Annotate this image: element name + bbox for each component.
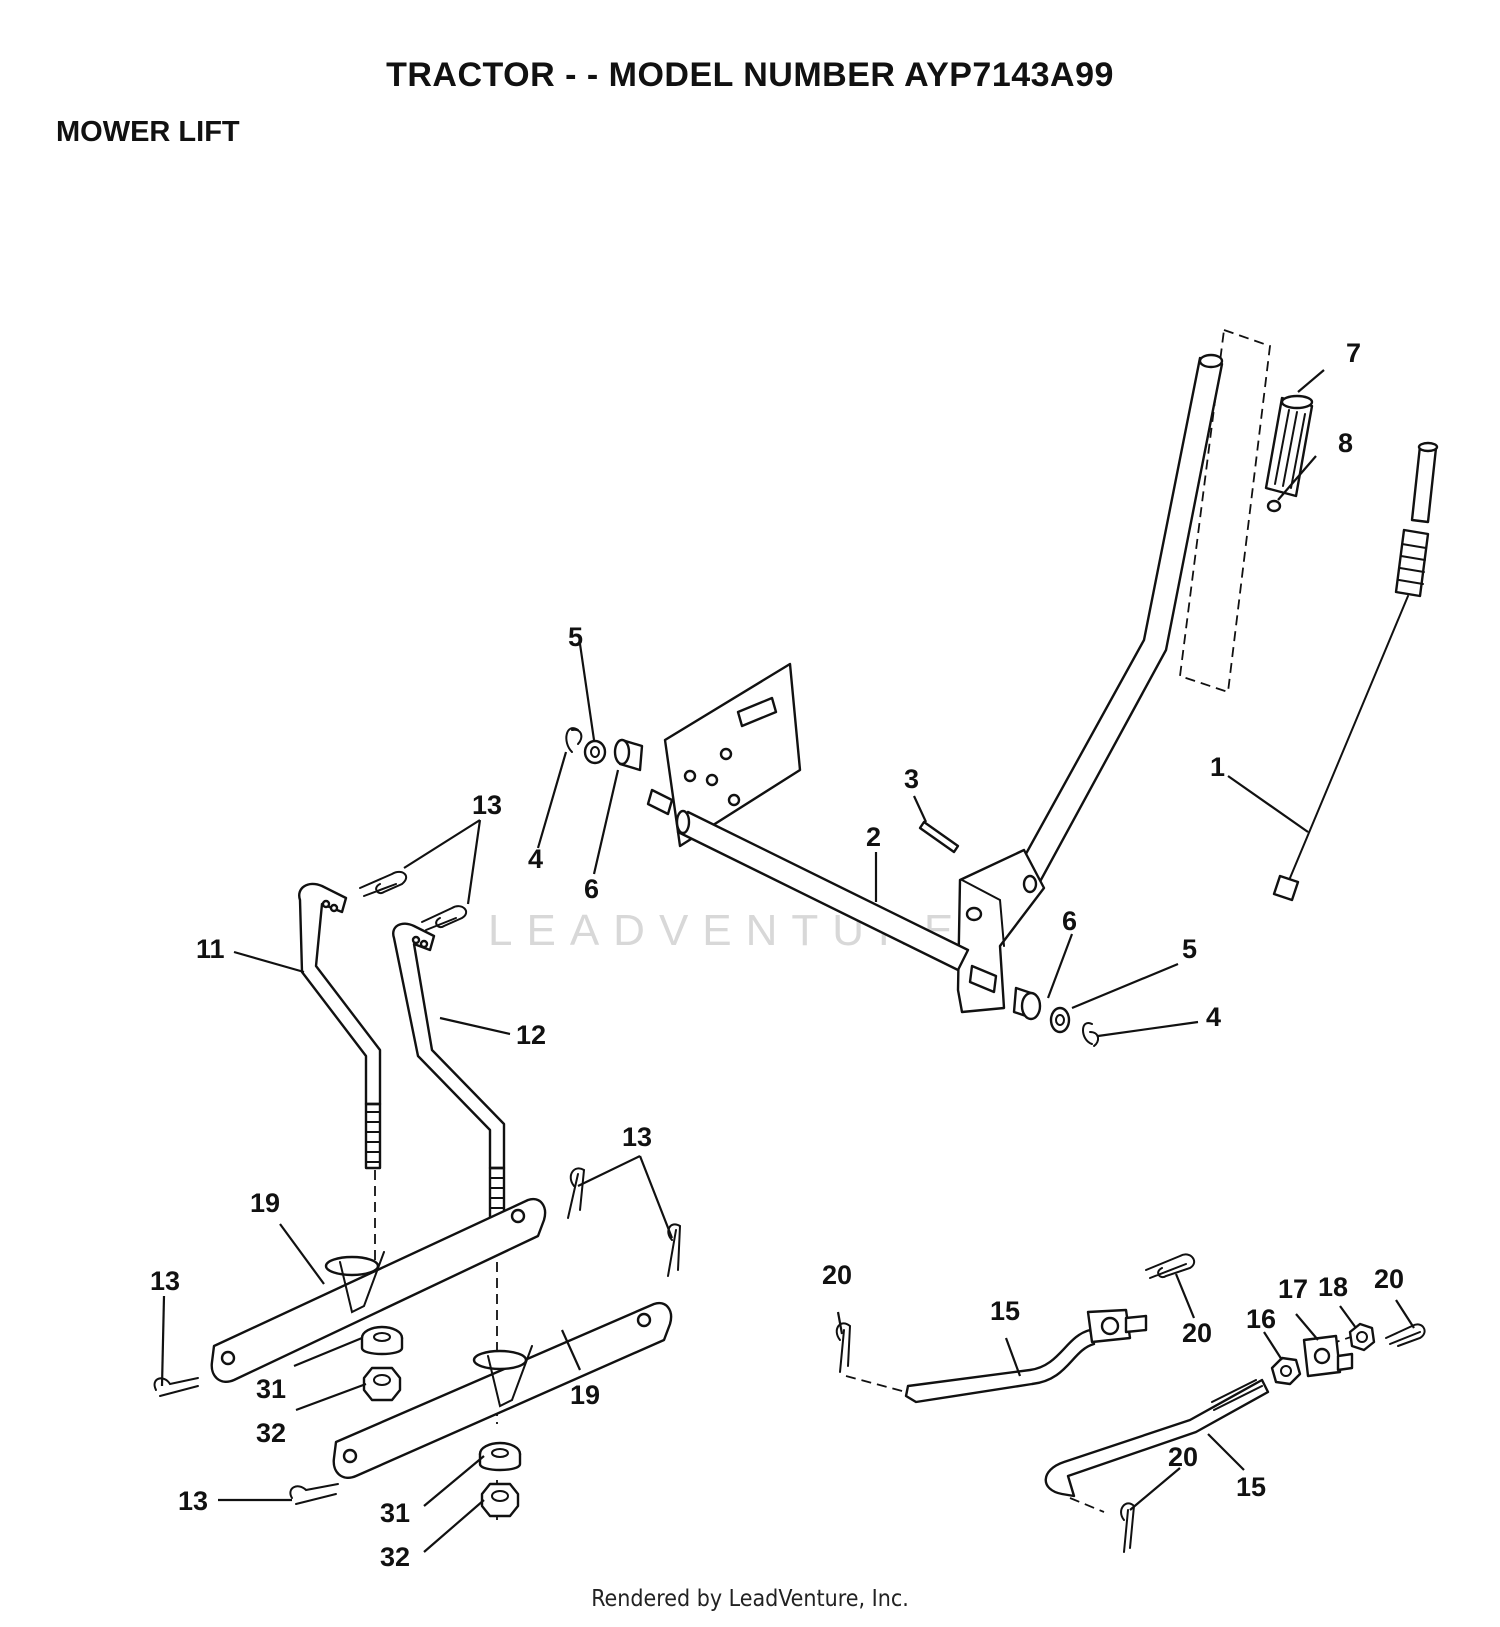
callout-31-lower: 31 [380,1498,410,1528]
lift-link-15-lower [1044,1378,1270,1498]
callout-13-mid: 13 [622,1122,652,1152]
callout-16: 16 [1246,1304,1276,1334]
callout-20-left: 20 [822,1260,852,1290]
render-credit: Rendered by LeadVenture, Inc. [591,1586,909,1612]
callout-5-left: 5 [568,622,583,652]
callout-6-left: 6 [584,874,599,904]
callout-8: 8 [1338,428,1353,458]
callout-20-bottom: 20 [1168,1442,1198,1472]
callout-31-upper: 31 [256,1374,286,1404]
callout-numbers: 7 8 1 2 3 5 4 6 6 5 4 13 11 12 13 19 13 … [150,338,1404,1572]
lift-arm-19-lower [332,1301,673,1479]
callout-1: 1 [1210,752,1225,782]
nut-18 [1348,1322,1376,1352]
section-title: MOWER LIFT [56,116,240,148]
callout-5-right: 5 [1182,934,1197,964]
page-title: TRACTOR - - MODEL NUMBER AYP7143A99 [386,56,1114,94]
callout-15-upper: 15 [990,1296,1020,1326]
washer-5-right [1049,1006,1071,1034]
hairpin-clips-13 [153,870,682,1505]
callout-13-bottom: 13 [178,1486,208,1516]
callout-17: 17 [1278,1274,1308,1304]
lift-handle [956,328,1271,1014]
nuts-32 [362,1366,520,1518]
callout-13-left: 13 [150,1266,180,1296]
mounting-plate [663,662,802,848]
nut-16 [1270,1356,1302,1386]
callout-19-lower: 19 [570,1380,600,1410]
handle-grip [1264,394,1314,513]
callout-32-lower: 32 [380,1542,410,1572]
right-shaft-hardware [1012,986,1100,1047]
callout-3: 3 [904,764,919,794]
leader-lines [160,369,1415,1553]
lift-arm-19-upper [210,1197,547,1383]
clip-4-right [1082,1022,1100,1047]
lift-link-11 [298,882,382,1170]
lift-rod-spring [1272,441,1439,902]
lift-shaft [646,788,998,994]
callout-19-upper: 19 [250,1188,280,1218]
callout-32-upper: 32 [256,1418,286,1448]
grip-plug [1266,499,1282,513]
lift-link-15-upper [904,1308,1148,1404]
callout-7: 7 [1346,338,1361,368]
callout-15-lower: 15 [1236,1472,1266,1502]
callout-4-left: 4 [528,844,543,874]
callout-4-right: 4 [1206,1002,1221,1032]
callout-11: 11 [196,934,225,964]
washer-5-left [583,739,607,765]
callout-6-right: 6 [1062,906,1077,936]
washers-31 [360,1325,522,1472]
callout-20-mid: 20 [1182,1318,1212,1348]
roll-pin [918,820,960,854]
callout-13-top: 13 [472,790,502,820]
left-shaft-hardware [565,727,644,772]
link-hardware [1270,1322,1376,1386]
callout-2: 2 [866,822,881,852]
callout-20-right: 20 [1374,1264,1404,1294]
callout-12: 12 [516,1020,546,1050]
clip-4-left [565,727,583,753]
callout-18: 18 [1318,1272,1348,1302]
lift-link-12 [392,922,506,1246]
